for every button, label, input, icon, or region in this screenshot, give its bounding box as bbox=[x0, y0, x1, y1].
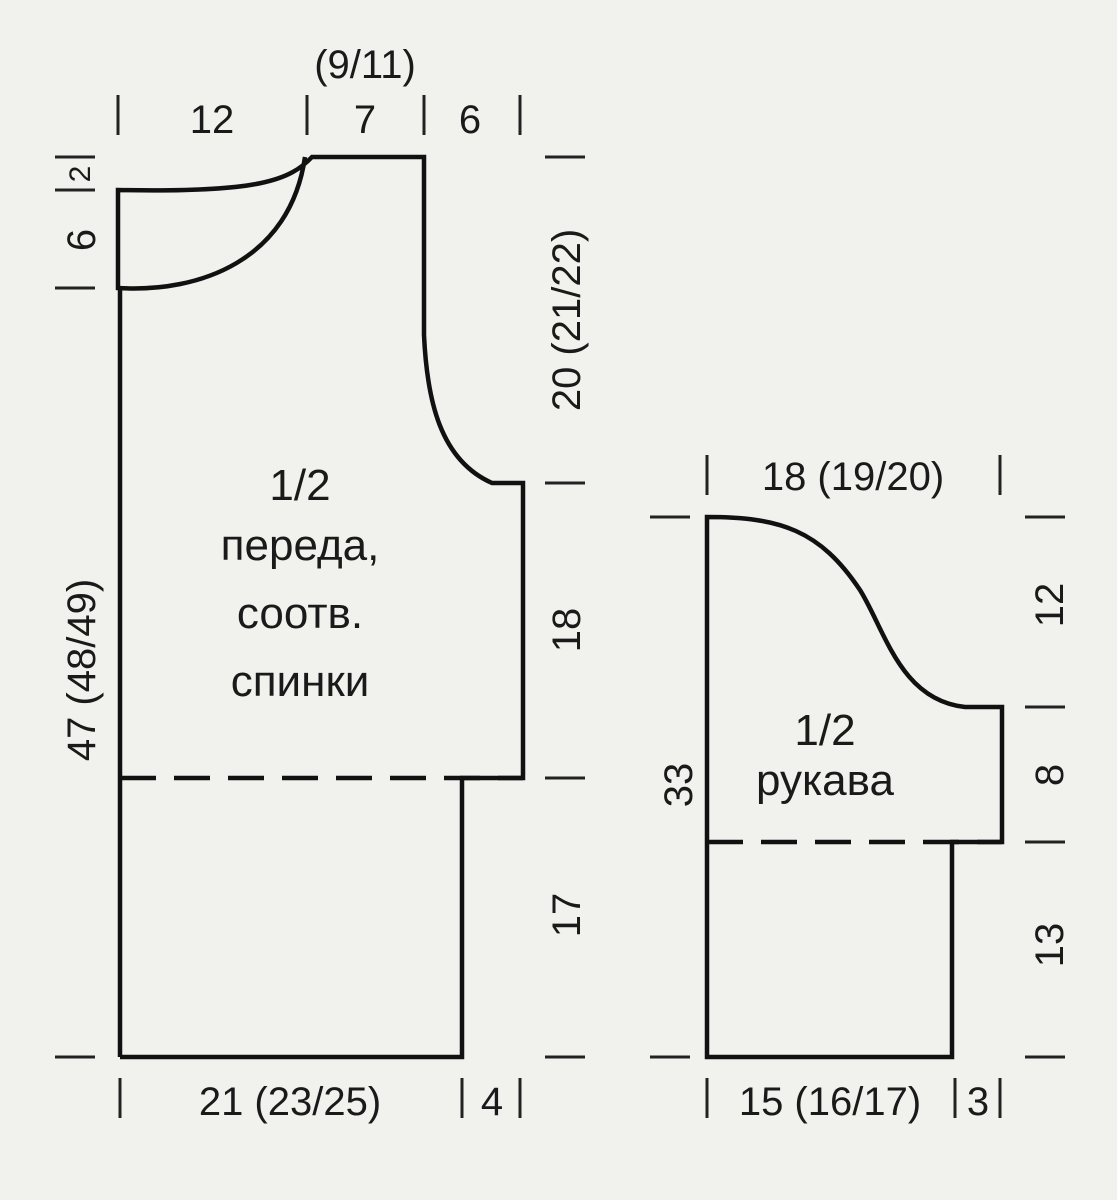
sleeve-left-ticks bbox=[650, 515, 690, 1059]
front-dim-total-length: 47 (48/49) bbox=[60, 579, 104, 761]
front-dim-top-center-alt: (9/11) bbox=[314, 43, 416, 87]
front-dim-bottom-extra: 4 bbox=[481, 1080, 503, 1124]
front-piece-outline bbox=[115, 154, 526, 1060]
sleeve-bottom-ticks bbox=[705, 1078, 1002, 1118]
front-bottom-ticks bbox=[118, 1078, 522, 1118]
front-dim-side-lower: 17 bbox=[545, 893, 589, 938]
front-label-line-1: переда, bbox=[221, 521, 380, 570]
front-right-ticks bbox=[545, 155, 585, 1059]
front-fraction: 1/2 bbox=[269, 461, 330, 510]
front-dim-bottom-width: 21 (23/25) bbox=[199, 1080, 381, 1124]
sleeve-outline bbox=[704, 514, 1005, 1060]
sleeve-fraction: 1/2 bbox=[794, 706, 855, 755]
sleeve-dim-total-length: 33 bbox=[657, 763, 701, 808]
sleeve-dim-bottom-extra: 3 bbox=[967, 1080, 989, 1124]
front-label-line-2: соотв. bbox=[237, 589, 363, 638]
front-dim-shoulder-drop: 2 bbox=[64, 166, 97, 183]
front-dim-top-center: 7 bbox=[354, 98, 376, 142]
front-dim-armhole: 20 (21/22) bbox=[545, 229, 589, 411]
sleeve-dim-bottom-width: 15 (16/17) bbox=[739, 1080, 921, 1124]
front-dim-neck-depth: 6 bbox=[60, 229, 104, 251]
front-dim-top-right: 6 bbox=[459, 98, 481, 142]
sleeve-dim-upper-side: 8 bbox=[1028, 764, 1072, 786]
front-label-line-3: спинки bbox=[231, 657, 370, 706]
front-piece bbox=[115, 154, 526, 1060]
sleeve-dim-lower-side: 13 bbox=[1028, 923, 1072, 968]
front-top-ticks bbox=[116, 95, 522, 135]
sleeve-piece bbox=[704, 514, 1005, 1060]
sleeve-dim-cap-height: 12 bbox=[1028, 583, 1072, 628]
sleeve-right-ticks bbox=[1025, 515, 1065, 1059]
front-left-ticks bbox=[55, 155, 95, 1059]
sleeve-dim-top-width: 18 (19/20) bbox=[762, 455, 944, 499]
front-dim-side-upper: 18 bbox=[545, 608, 589, 653]
sleeve-label: рукава bbox=[756, 756, 895, 805]
sleeve-top-ticks bbox=[705, 455, 1002, 495]
front-dim-top-left: 12 bbox=[190, 98, 235, 142]
